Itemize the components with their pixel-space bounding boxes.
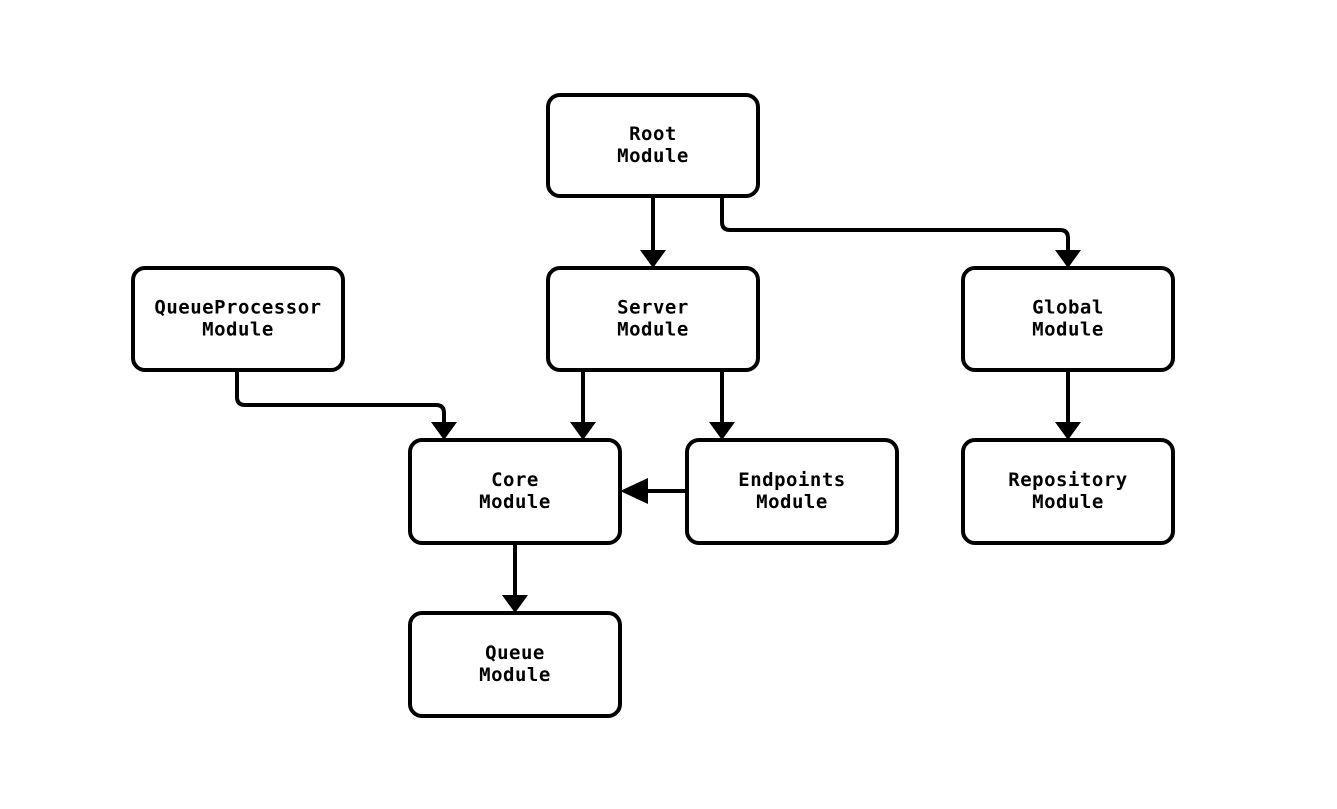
- edge-queueprocessor-to-core: [235, 370, 457, 440]
- node-label-line1: Queue: [485, 642, 545, 664]
- edge-server-to-core: [570, 370, 596, 440]
- node-label-line2: Module: [479, 664, 551, 686]
- node-box[interactable]: [131, 266, 345, 372]
- edge-global-to-repository: [1055, 370, 1081, 440]
- node-label-line1: Global: [1032, 297, 1104, 319]
- edge-line: [235, 370, 446, 430]
- node-box[interactable]: [546, 93, 760, 198]
- edge-root-to-global: [720, 196, 1081, 268]
- edge-line: [720, 196, 1070, 258]
- node-label-line2: Module: [1032, 319, 1104, 341]
- node-label-line2: Module: [756, 491, 828, 513]
- node-label-line1: Root: [629, 123, 677, 145]
- node-label-line2: Module: [202, 319, 274, 341]
- edge-server-to-endpoints: [709, 370, 735, 440]
- node-label-line2: Module: [479, 491, 551, 513]
- edge-core-to-queue: [502, 543, 528, 613]
- arrowhead-icon: [640, 250, 666, 268]
- node-label-line2: Module: [1032, 491, 1104, 513]
- node-label-line2: Module: [617, 319, 689, 341]
- edge-endpoints-to-core: [620, 478, 687, 504]
- node-label-line1: QueueProcessor: [154, 297, 321, 319]
- edges-layer: [235, 196, 1081, 613]
- arrowhead-icon: [1055, 422, 1081, 440]
- node-box[interactable]: [961, 438, 1175, 545]
- node-label-line1: Endpoints: [738, 469, 845, 491]
- node-box[interactable]: [408, 611, 622, 718]
- arrowhead-icon: [620, 478, 648, 504]
- node-box[interactable]: [961, 266, 1175, 372]
- node-label-line1: Repository: [1008, 469, 1127, 491]
- node-label-line2: Module: [617, 145, 689, 167]
- arrowhead-icon: [1055, 250, 1081, 268]
- arrowhead-icon: [570, 422, 596, 440]
- node-box[interactable]: [546, 266, 760, 372]
- arrowhead-icon: [502, 595, 528, 613]
- arrowhead-icon: [431, 422, 457, 440]
- node-box[interactable]: [685, 438, 899, 545]
- node-label-line1: Core: [491, 469, 539, 491]
- arrowhead-icon: [709, 422, 735, 440]
- node-box[interactable]: [408, 438, 622, 545]
- node-label-line1: Server: [617, 297, 689, 319]
- edge-root-to-server: [640, 196, 666, 268]
- nodes-layer: RootModuleQueueProcessorModuleServerModu…: [131, 93, 1175, 718]
